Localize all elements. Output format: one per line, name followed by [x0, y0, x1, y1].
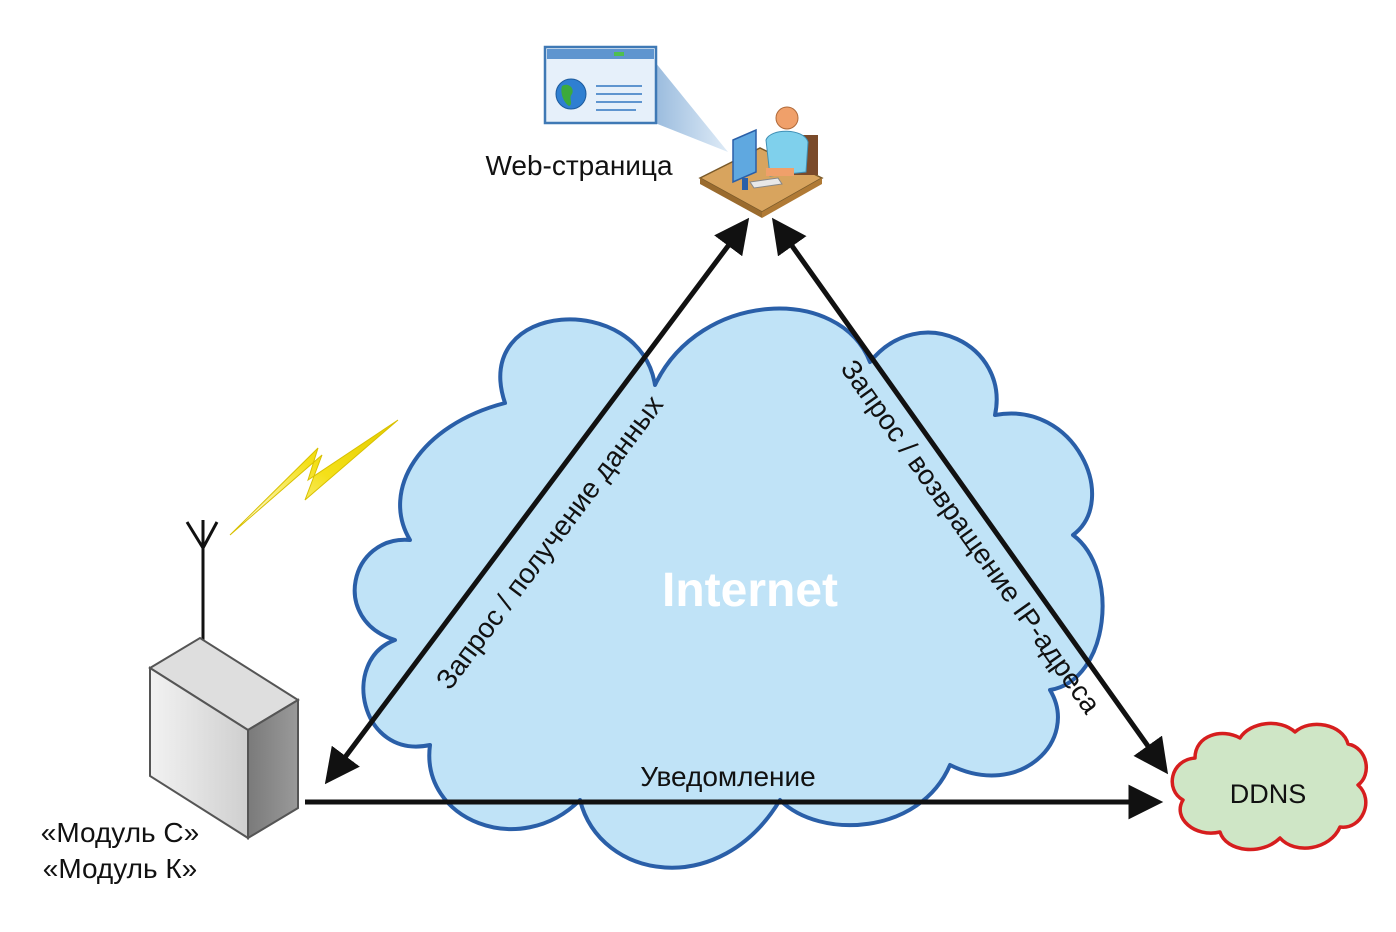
ddns-cloud-icon [1170, 721, 1368, 852]
arrow-device-webpage [324, 217, 750, 785]
lightning-icon [229, 419, 399, 536]
server-tower-icon [148, 636, 300, 840]
antenna-icon [185, 520, 219, 640]
device-node: «Модуль С» «Модуль К» [41, 520, 300, 884]
ddns-label: DDNS [1230, 779, 1307, 809]
internet-label: Internet [662, 564, 838, 617]
webpage-node: Web-страница [485, 45, 824, 218]
browser-window-icon [543, 45, 658, 125]
user-workstation-icon [698, 106, 824, 218]
webpage-label: Web-страница [485, 150, 673, 181]
edge-label-bottom: Уведомление [640, 761, 815, 792]
projection-beam [655, 62, 728, 152]
arrow-webpage-ddns [771, 217, 1169, 775]
ddns-node: DDNS [1170, 721, 1368, 852]
device-label-line2: «Модуль К» [43, 853, 197, 884]
device-label-line1: «Модуль С» [41, 817, 199, 848]
